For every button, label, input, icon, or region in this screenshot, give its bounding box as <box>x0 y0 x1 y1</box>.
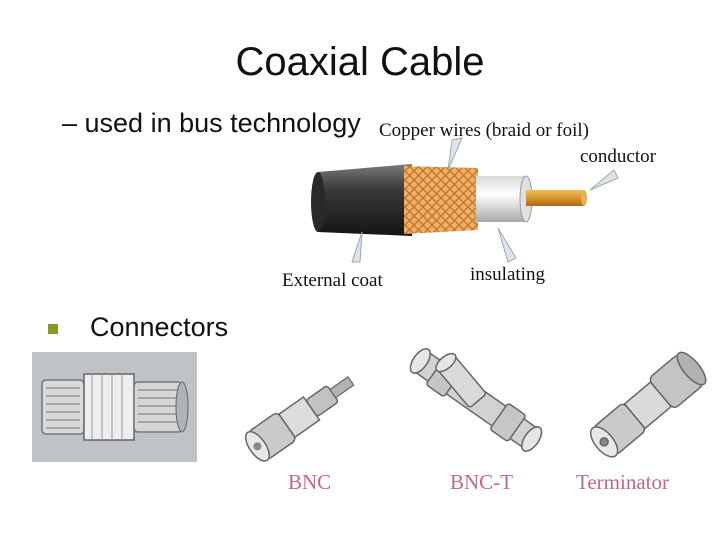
insulation <box>476 176 526 222</box>
pointer-external <box>351 231 363 263</box>
label-conductor: conductor <box>580 146 656 167</box>
external-coat <box>312 164 412 236</box>
bnc-connector-image <box>244 376 355 462</box>
label-bnc-t: BNC-T <box>450 470 513 494</box>
label-insulating: insulating <box>470 264 545 285</box>
label-external-coat: External coat <box>282 270 383 291</box>
terminator-image <box>589 351 707 458</box>
bullet-connectors: Connectors <box>90 312 229 342</box>
label-terminator: Terminator <box>576 470 669 494</box>
slide-title: Coaxial Cable <box>235 40 485 84</box>
label-copper-wires: Copper wires (braid or foil) <box>379 120 589 141</box>
bullet-marker <box>48 324 58 334</box>
pointer-insulating <box>497 227 517 263</box>
subtitle: – used in bus technology <box>62 108 361 138</box>
bnc-t-connector-image <box>409 348 543 452</box>
center-conductor <box>526 190 584 206</box>
pointer-copper <box>447 137 463 171</box>
braid-shield <box>404 166 478 234</box>
pointer-conductor <box>589 169 619 191</box>
label-bnc: BNC <box>288 470 332 494</box>
connector-adapter-image <box>32 352 197 462</box>
